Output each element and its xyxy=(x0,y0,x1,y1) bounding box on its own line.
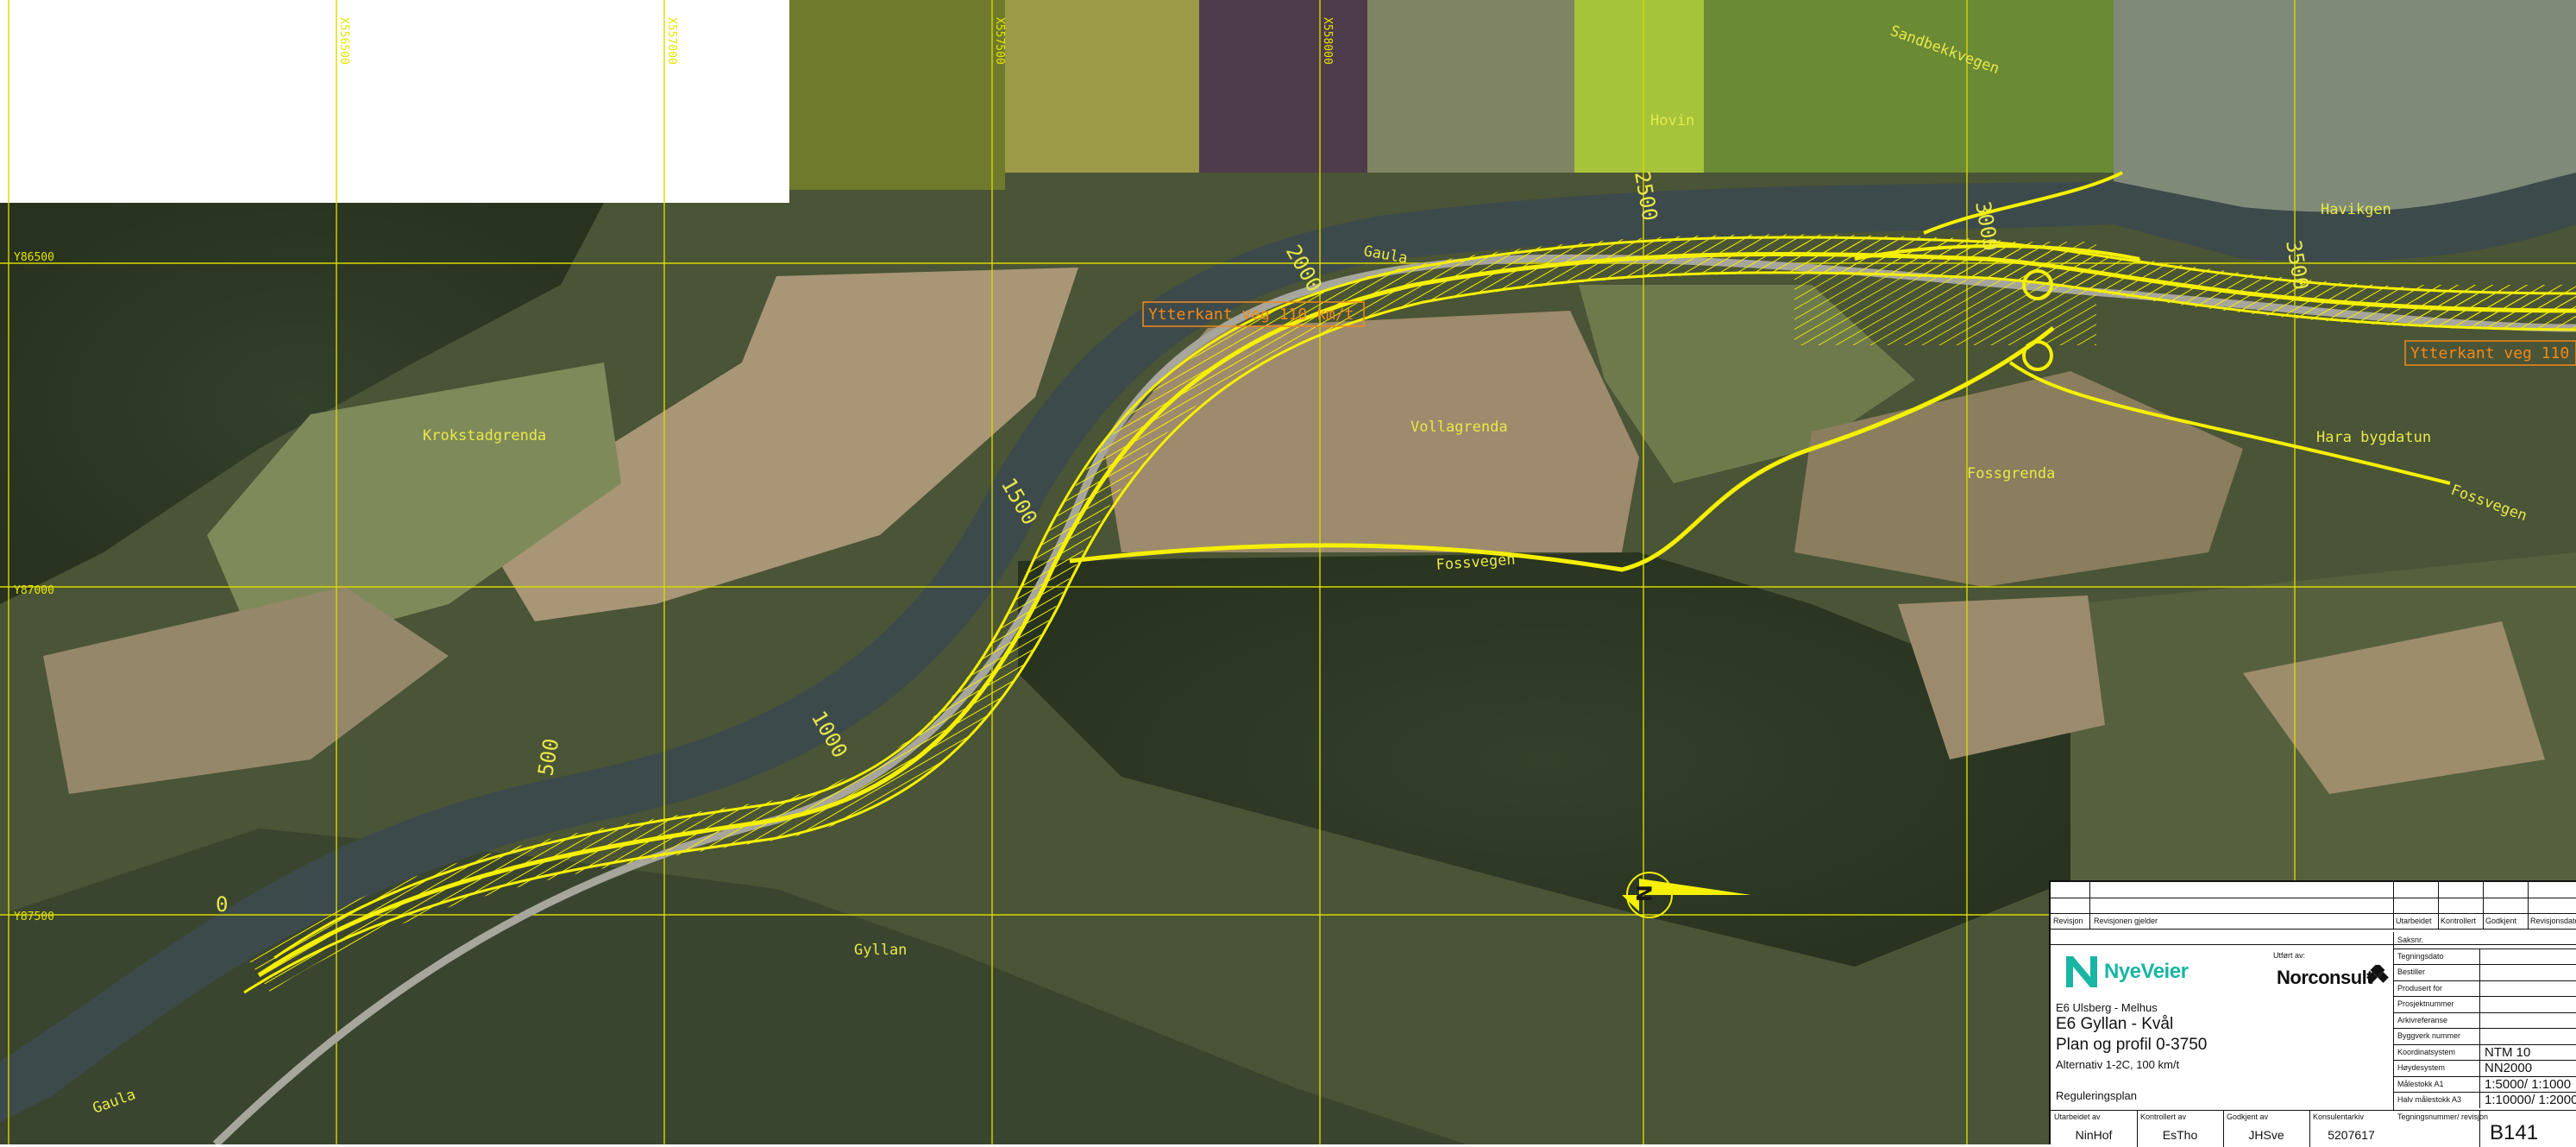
speed-callouts: Ytterkant veg 110 km/t Ytterkant veg 110… xyxy=(1142,301,2576,366)
proposed-alignment xyxy=(243,171,2576,994)
farm-fields xyxy=(43,587,449,794)
callout-label: Ytterkant veg 110 km/t xyxy=(2410,344,2576,362)
drawing-number-label: Tegningsnummer/ revisjon xyxy=(2397,1112,2489,1121)
field-prosjektnummer: Prosjektnummer xyxy=(2393,996,2576,1013)
norconsult-logo-text: Norconsult xyxy=(2277,967,2373,988)
drawing-number-box: Tegningsnummer/ revisjon B141 xyxy=(2393,1110,2576,1147)
grid-label-x: X556500 xyxy=(337,17,350,65)
station-label: 0 xyxy=(216,892,228,917)
field-bestiller: Bestiller xyxy=(2393,964,2576,981)
farm-fields xyxy=(1898,596,2105,759)
grid-labels: X556500 X557000 X557500 X558000 Y86500 Y… xyxy=(14,17,1334,923)
drawing-number: B141 xyxy=(2490,1121,2539,1144)
terrain-patch xyxy=(789,0,1005,190)
norconsult-mark-icon xyxy=(2366,965,2389,983)
place-label: Havikgen xyxy=(2321,201,2391,218)
nyeveier-logo xyxy=(2066,956,2097,987)
village-area xyxy=(2114,0,2576,224)
grid-label-x: X557500 xyxy=(993,17,1006,65)
grid-label-y: Y87500 xyxy=(14,911,54,923)
field-arkivreferanse: Arkivreferanse xyxy=(2393,1012,2576,1029)
terrain-patch xyxy=(1704,0,2114,173)
revision-row xyxy=(2051,882,2576,898)
section-name: E6 Gyllan - Kvål xyxy=(2056,1015,2174,1033)
blank-area xyxy=(0,0,789,203)
terrain-patch xyxy=(1574,0,1704,173)
terrain-patch xyxy=(1367,0,1574,173)
alternative-label: Alternativ 1-2C, 100 km/t xyxy=(2056,1058,2180,1071)
grid-label-y: Y86500 xyxy=(14,251,54,264)
revision-header-row: Revisjon Revisjonen gjelder Utarbeidet K… xyxy=(2051,913,2576,930)
revisjonsdato-header: Revisjonsdato xyxy=(2530,917,2576,925)
place-label: Gyllan xyxy=(854,942,907,959)
callout-label: Ytterkant veg 110 km/t xyxy=(1148,306,1354,324)
revisjonen-gjelder-header: Revisjonen gjelder xyxy=(2094,917,2158,925)
farm-fields xyxy=(2243,621,2545,794)
revision-row xyxy=(2051,898,2576,914)
field-produsert-for: Produsert for xyxy=(2393,980,2576,997)
place-label: Vollagrenda xyxy=(1411,419,1508,436)
terrain-patch xyxy=(1199,0,1367,173)
place-label: Krokstadgrenda xyxy=(423,427,546,444)
farm-fields xyxy=(1794,371,2243,587)
north-arrow: N xyxy=(1622,872,1751,918)
field-tegningsdato: Tegningsdato xyxy=(2393,948,2576,965)
place-label: Hovin xyxy=(1650,112,1694,129)
title-block: Revisjon Revisjonen gjelder Utarbeidet K… xyxy=(2049,880,2576,1147)
place-label: Fossgrenda xyxy=(1967,465,2055,482)
nyeveier-logo-text: NyeVeier xyxy=(2104,960,2189,983)
place-label: Hara bygdatun xyxy=(2316,429,2431,446)
revision-table: Revisjon Revisjonen gjelder Utarbeidet K… xyxy=(2051,882,2576,945)
godkjent-header: Godkjent xyxy=(2485,917,2517,925)
revisjon-header: Revisjon xyxy=(2053,917,2083,925)
grid-label-y: Y87000 xyxy=(14,584,54,597)
kontrollert-header: Kontrollert xyxy=(2441,917,2477,925)
field-byggverk-nummer: Byggverk nummer xyxy=(2393,1028,2576,1045)
field-saksnr: Saksnr. xyxy=(2393,932,2576,949)
grid-label-x: X557000 xyxy=(665,17,678,65)
forest-area xyxy=(1018,552,2070,967)
plan-type: Reguleringsplan xyxy=(2056,1089,2137,1102)
north-label: N xyxy=(1631,885,1656,902)
utfort-av-label: Utført av: xyxy=(2273,951,2306,960)
drawing-title: Plan og profil 0-3750 xyxy=(2056,1036,2208,1054)
terrain-patch xyxy=(1005,0,1199,173)
farm-fields xyxy=(483,268,1078,621)
utarbeidet-header: Utarbeidet xyxy=(2396,917,2432,925)
project-name: E6 Ulsberg - Melhus xyxy=(2056,1001,2158,1014)
grid-label-x: X558000 xyxy=(1321,17,1334,65)
farm-fields xyxy=(207,362,621,656)
forest-area xyxy=(0,203,604,604)
